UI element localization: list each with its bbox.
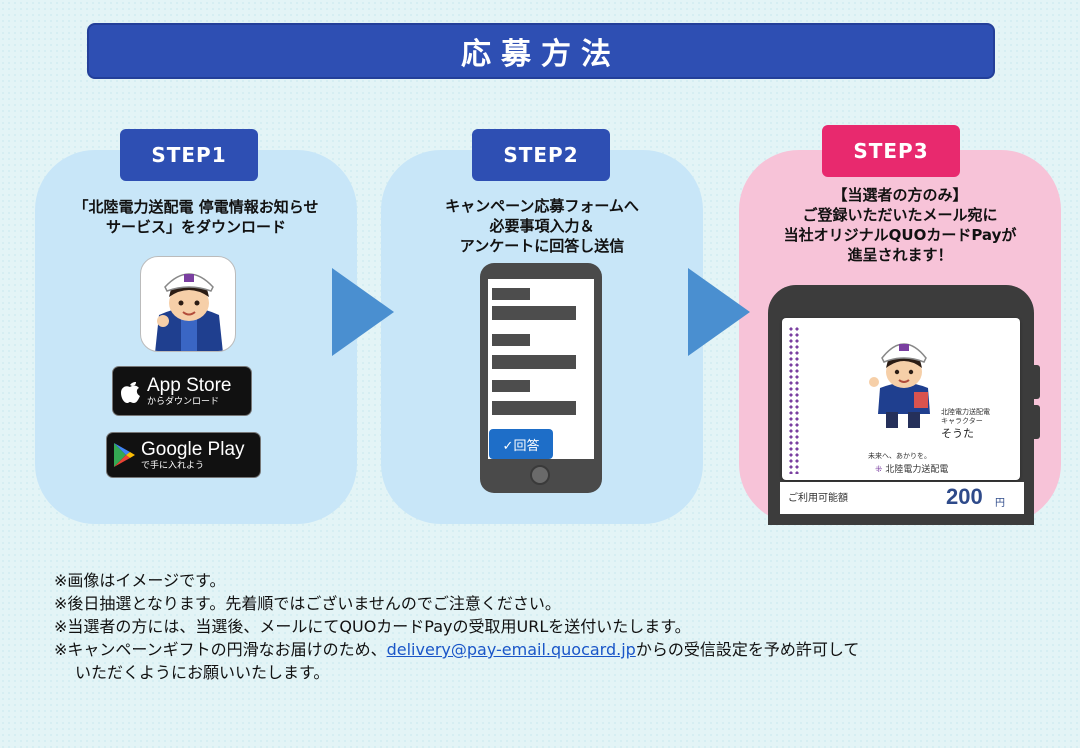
phone-side-button xyxy=(1034,365,1040,399)
notes-section: ※画像はイメージです。 ※後日抽選となります。先着順ではございませんのでご注意く… xyxy=(54,569,1024,684)
step2-label: STEP2 xyxy=(472,129,610,181)
card-tagline: 未来へ、あかりを。 xyxy=(868,452,931,460)
note-line: ※当選者の方には、当選後、メールにてQUOカードPayの受取用URLを送付いたし… xyxy=(54,617,691,636)
card-brand: ⁜ 北陸電力送配電 xyxy=(875,462,948,475)
google-play-icon xyxy=(107,442,141,468)
app-store-title: App Store xyxy=(147,374,232,396)
step3-desc-line: 当社オリジナルQUOカードPayが xyxy=(783,226,1017,244)
card-character-name: そうた xyxy=(941,427,974,440)
answer-submit-button[interactable]: ✓回答 xyxy=(489,429,553,459)
step3-desc-line: 進呈されます！ xyxy=(847,246,953,264)
step3-description: 【当選者の方のみ】 ご登録いただいたメール宛に 当社オリジナルQUOカードPay… xyxy=(742,185,1058,265)
step1-desc-line: 「北陸電力送配電 停電情報お知らせ xyxy=(73,198,319,216)
google-play-button[interactable]: Google Play で手に入れよう xyxy=(106,432,261,478)
note-line: いただくようにお願いいたします。 xyxy=(75,663,330,682)
google-play-subtitle: で手に入れよう xyxy=(141,460,205,471)
card-dot-pattern xyxy=(788,326,800,474)
step2-desc-line: キャンペーン応募フォームへ xyxy=(445,197,639,215)
google-play-title: Google Play xyxy=(141,438,245,460)
step2-desc-line: アンケートに回答し送信 xyxy=(459,237,625,255)
home-button-icon xyxy=(530,465,550,485)
balance-label: ご利用可能額 xyxy=(788,493,848,504)
arrow-right-icon xyxy=(688,268,750,356)
arrow-right-icon xyxy=(332,268,394,356)
note-text: からの受信設定を予め許可して xyxy=(635,640,860,659)
step1-description: 「北陸電力送配電 停電情報お知らせ サービス」をダウンロード xyxy=(40,197,352,237)
form-field-placeholder xyxy=(492,306,576,320)
form-label-placeholder xyxy=(492,288,530,300)
form-field-placeholder xyxy=(492,401,576,415)
note-line: ※キャンペーンギフトの円滑なお届けのため、delivery@pay-email.… xyxy=(54,638,1024,661)
balance-area: ご利用可能額 200 円 xyxy=(780,482,1024,514)
form-label-placeholder xyxy=(492,380,530,392)
brand-logo-icon: ⁜ xyxy=(875,465,883,475)
card-brand-text: 北陸電力送配電 xyxy=(885,465,949,475)
form-field-placeholder xyxy=(492,355,576,369)
quo-card-image xyxy=(782,318,1020,480)
note-text: ※キャンペーンギフトの円滑なお届けのため、 xyxy=(54,640,387,659)
form-label-placeholder xyxy=(492,334,530,346)
mascot-icon xyxy=(155,273,223,351)
page-title: 応募方法 xyxy=(87,23,995,79)
app-icon[interactable] xyxy=(140,256,236,352)
step3-desc-line: ご登録いただいたメール宛に xyxy=(802,206,998,224)
card-character-label: キャラクター xyxy=(941,417,983,425)
note-line: ※画像はイメージです。 xyxy=(54,571,226,590)
phone-side-button xyxy=(1034,405,1040,439)
app-store-button[interactable]: App Store からダウンロード xyxy=(112,366,252,416)
balance-amount: 200 xyxy=(946,484,983,509)
step3-label: STEP3 xyxy=(822,125,960,177)
mascot-icon xyxy=(869,343,930,428)
note-line: ※後日抽選となります。先着順ではございませんのでご注意ください。 xyxy=(54,594,561,613)
step2-desc-line: 必要事項入力＆ xyxy=(489,217,595,235)
step2-description: キャンペーン応募フォームへ 必要事項入力＆ アンケートに回答し送信 xyxy=(386,196,698,256)
apple-icon xyxy=(113,378,147,404)
step1-desc-line: サービス」をダウンロード xyxy=(105,218,286,236)
card-company-small: 北陸電力送配電 xyxy=(941,408,990,416)
balance-unit: 円 xyxy=(995,498,1005,509)
step3-desc-line: 【当選者の方のみ】 xyxy=(832,186,968,204)
email-link[interactable]: delivery@pay-email.quocard.jp xyxy=(386,640,636,659)
app-store-subtitle: からダウンロード xyxy=(147,396,220,407)
step1-label: STEP1 xyxy=(120,129,258,181)
